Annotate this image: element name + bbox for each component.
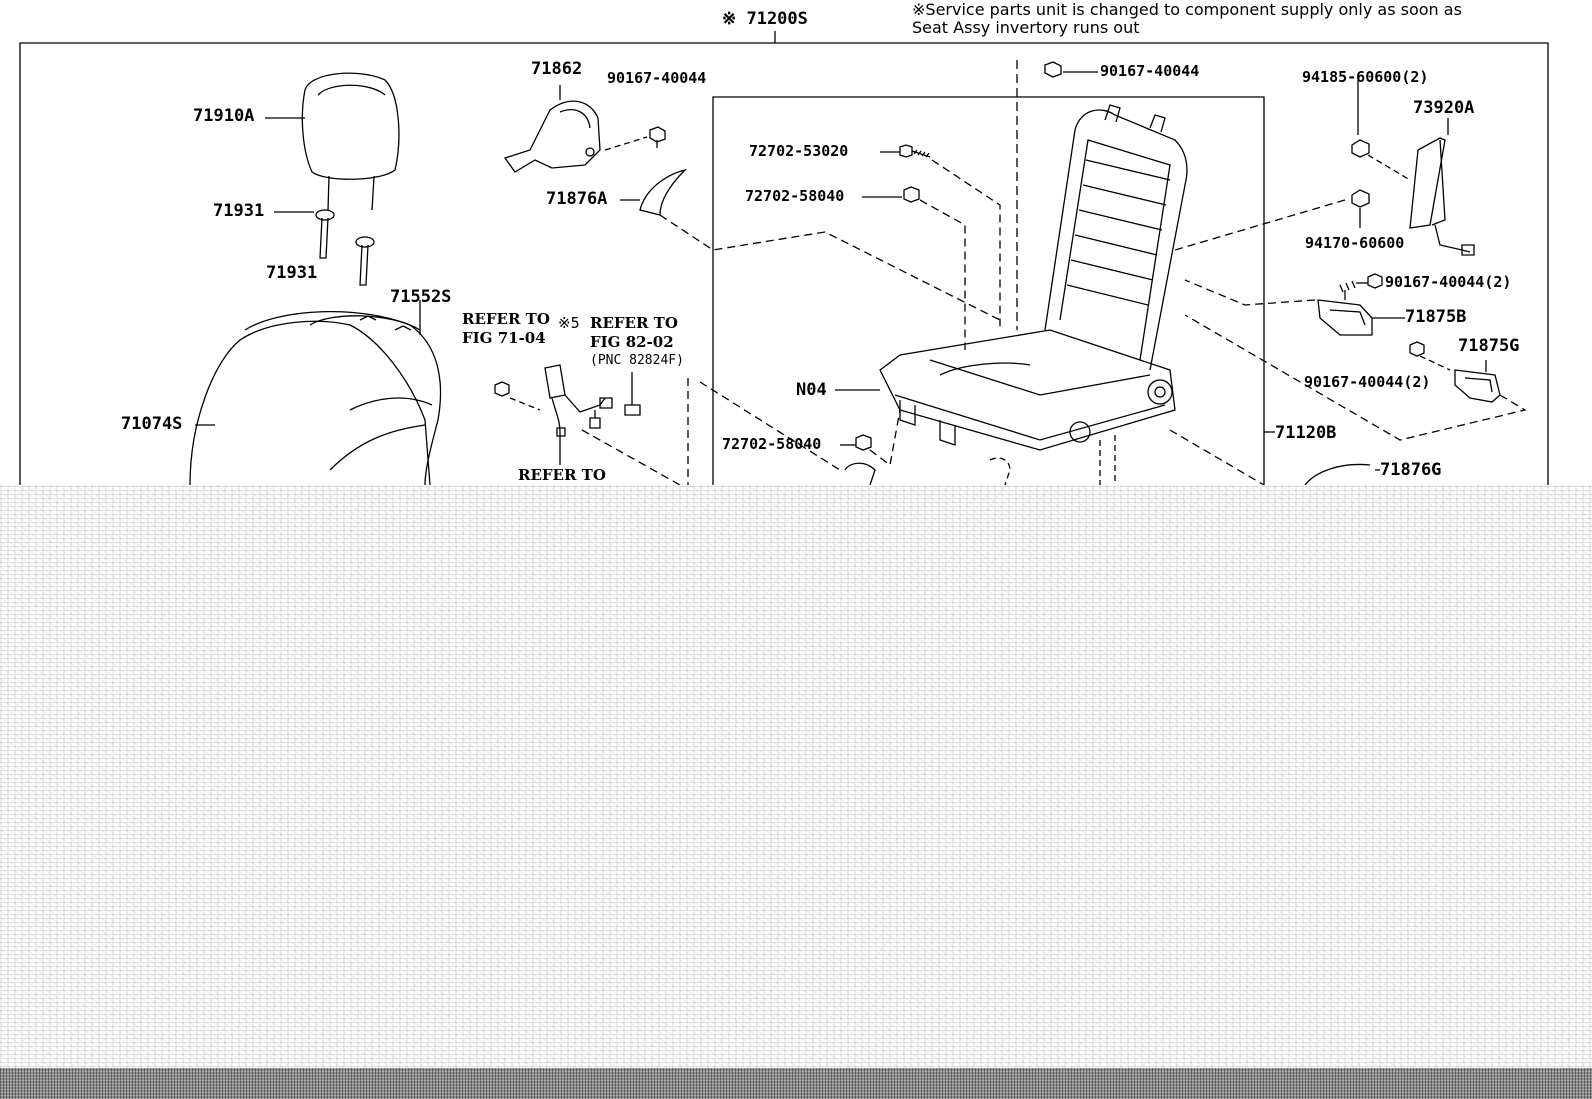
- label-94170-60600: 94170-60600: [1305, 234, 1405, 252]
- headrest-guide-drawing: [274, 209, 375, 286]
- service-note: ※Service parts unit is changed to compon…: [912, 1, 1462, 37]
- label-71876G: 71876G: [1380, 460, 1442, 480]
- refer-fig-71-04-line2: FIG 71-04: [462, 329, 546, 347]
- label-72702-53020: 72702-53020: [749, 142, 849, 160]
- cover-71876A-drawing: [620, 168, 1001, 321]
- bracket-71862-drawing: [503, 85, 601, 173]
- label-71875G: 71875G: [1458, 336, 1520, 356]
- label-71910A: 71910A: [193, 106, 255, 126]
- clip-94170-drawing: [1174, 189, 1370, 251]
- cover-71876G-drawing: [1304, 463, 1380, 486]
- clip-94185-drawing: [1351, 80, 1411, 181]
- label-72702-58040-a: 72702-58040: [745, 187, 845, 205]
- label-71875B: 71875B: [1405, 307, 1467, 327]
- label-73920A: 73920A: [1413, 98, 1475, 118]
- label-N04: N04: [796, 380, 827, 400]
- noise-overlay: [0, 485, 1592, 1099]
- label-94185-60600: 94185-60600(2): [1302, 68, 1429, 86]
- bolt-72702-58040-a-drawing: [862, 186, 966, 350]
- bolt-top-right-drawing: [1044, 61, 1098, 78]
- label-90167-40044-2b: 90167-40044(2): [1304, 373, 1431, 391]
- assembly-frame: [19, 42, 1549, 485]
- label-72702-58040-b: 72702-58040: [722, 435, 822, 453]
- refer-fig-82-02-line1: REFER TO: [590, 314, 678, 332]
- label-71552S: 71552S: [390, 287, 452, 307]
- cover-71875B-drawing: [1184, 279, 1405, 336]
- module-73920A-drawing: [1409, 118, 1475, 256]
- label-71862: 71862: [531, 59, 583, 79]
- noise-overlay-bottom: [0, 1068, 1592, 1099]
- frame-box: [712, 96, 1265, 485]
- label-90167-40044-top: 90167-40044: [607, 69, 707, 87]
- service-note-line1: ※Service parts unit is changed to compon…: [912, 0, 1462, 19]
- label-71876A: 71876A: [546, 189, 608, 209]
- refer-pnc-82824F: (PNC 82824F): [590, 353, 684, 368]
- buckle-drawing: [494, 364, 841, 486]
- bolt-72702-58040-b-drawing: [840, 409, 901, 486]
- label-90167-40044-right-top: 90167-40044: [1100, 62, 1200, 80]
- label-71120B: 71120B: [1275, 423, 1337, 443]
- bolt-72702-53020-drawing: [880, 144, 1001, 330]
- cover-71875G-drawing: [1184, 314, 1527, 441]
- star5-mark: ※5: [558, 314, 580, 332]
- label-71931-a: 71931: [213, 201, 265, 221]
- refer-fig-82-02-line2: FIG 82-02: [590, 333, 674, 351]
- headrest-drawing: [265, 72, 400, 211]
- label-71074S: 71074S: [121, 414, 183, 434]
- refer-fig-71-04-line1: REFER TO: [462, 310, 550, 328]
- seatback-cover-drawing: [189, 300, 442, 486]
- service-note-line2: Seat Assy invertory runs out: [912, 18, 1140, 37]
- bolt-top-drawing: [604, 126, 666, 151]
- seat-frame-drawing: [879, 104, 1188, 486]
- bolt-90167-2a-drawing: [1339, 273, 1383, 293]
- assembly-mark: ※ 71200S: [722, 9, 808, 29]
- label-71931-b: 71931: [266, 263, 318, 283]
- label-90167-40044-2a: 90167-40044(2): [1385, 273, 1512, 291]
- refer-to-bottom: REFER TO: [518, 466, 606, 484]
